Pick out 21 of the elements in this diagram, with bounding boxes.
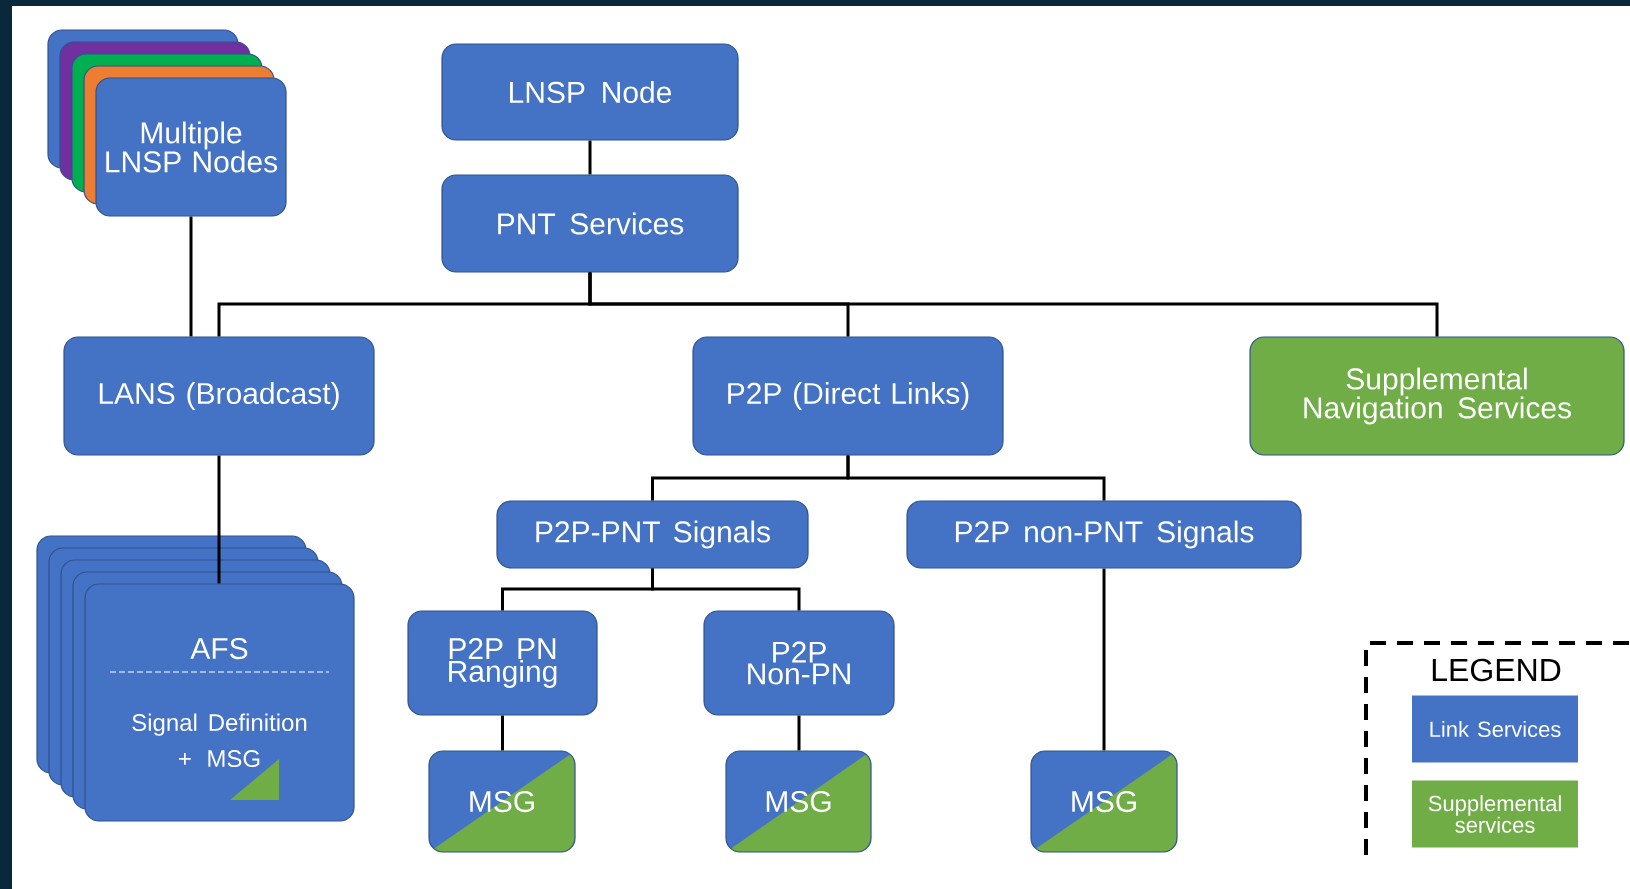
connector-line [501,715,504,751]
connector-line [588,272,1439,337]
service-box: P2P non-PNT Signals [906,500,1302,569]
connector-line [217,455,221,584]
service-box: P2P-PNT Signals [496,500,809,569]
service-box: Multiple LNSP Nodes [95,77,287,217]
connector-line [189,216,193,337]
connector-line [588,140,592,175]
service-box: LNSP Node [441,43,739,141]
connector-line [846,455,1106,501]
service-box: P2P Non-PN [703,610,895,716]
service-box: Supplemental Navigation Services [1249,336,1625,456]
connector-line [651,568,801,611]
connector-line [1102,568,1106,751]
connector-line [797,715,801,751]
service-box: P2P PN Ranging [407,610,598,716]
service-box: P2P (Direct Links) [692,336,1004,456]
signal-definition-card: AFS Signal Definition + MSG [84,583,355,822]
service-box: PNT Services [441,174,739,273]
service-box: LANS (Broadcast) [63,336,375,456]
legend-title: LEGEND [1432,658,1561,682]
